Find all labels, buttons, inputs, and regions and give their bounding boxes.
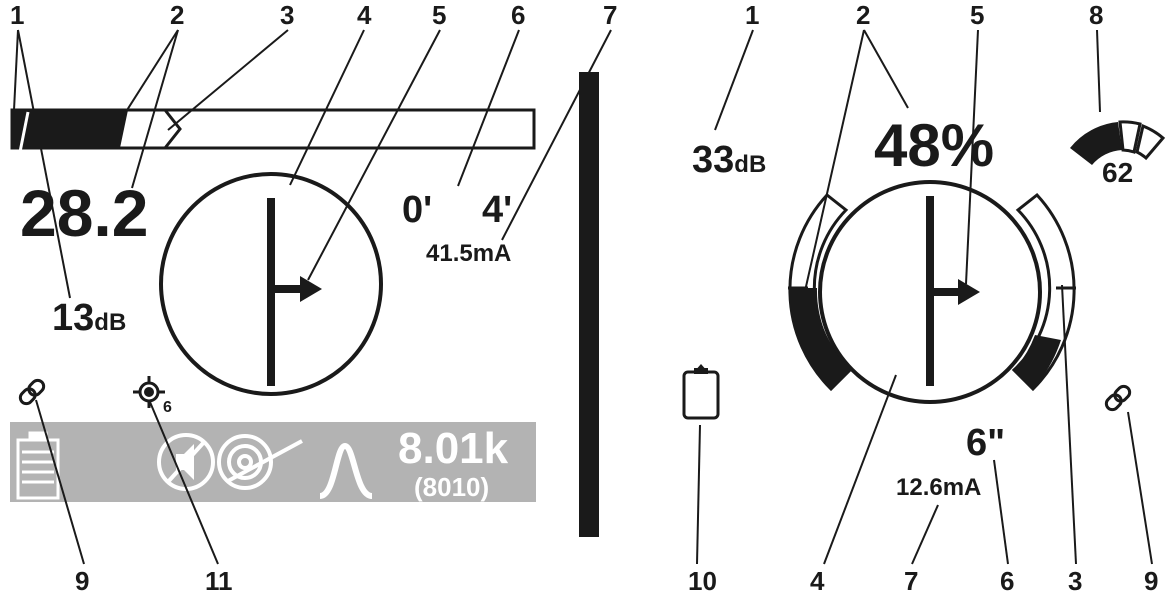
leader-line [501,29,612,241]
callout-label: 6 [511,0,525,30]
callout-label: 11 [205,566,233,595]
leader-line [797,29,865,323]
leader-line [289,29,365,186]
right-signal-arc-fill [1014,335,1061,389]
leader-line [167,29,289,131]
compass-value: 62 [1102,157,1133,188]
current-reading: 41.5mA [426,240,511,267]
leader-line [1096,29,1101,113]
left-callouts: 1 2 3 4 5 6 7 9 11 [10,0,617,595]
callout-label: 4 [810,566,825,595]
direction-arrow-head [300,276,322,302]
compass-ring [788,180,1076,404]
leader-line [457,29,520,187]
signal-bar-tick [18,111,30,153]
frequency-hz: (8010) [414,472,489,502]
signal-gain-value: 33 [692,139,734,181]
left-screen: 28.2 13dB 0' 4' 41.5mA [10,0,617,595]
callout-label: 10 [688,566,717,595]
right-screen: 33dB 48% 62 6" 12.6mA [682,0,1166,595]
callout-label: 9 [75,566,89,595]
status-bar: 8.01k (8010) [10,422,536,502]
callout-label: 3 [280,0,294,30]
signal-gain: 33dB [692,139,766,181]
signal-gain-unit: dB [734,151,766,178]
depth-reading: 0' [402,189,432,231]
signal-gain-unit: dB [94,309,126,336]
leader-line [1127,411,1153,565]
leader-line [714,29,754,131]
speaker-muted-icon [157,433,215,491]
compass-gauge-segment [1118,120,1142,154]
signal-gain-value: 13 [52,297,94,339]
clipboard-icon [682,364,720,420]
depth-reading: 6" [966,422,1005,464]
callout-label: 3 [1068,566,1082,595]
leader-line [911,504,939,565]
link-chain-icon [1104,384,1132,412]
signal-strength-percent: 48% [874,112,994,179]
callout-label: 5 [432,0,446,30]
callout-label: 2 [856,0,870,30]
signal-gain: 13dB [52,297,126,339]
signal-bar-fill [12,110,128,148]
leader-line [1061,284,1077,565]
direction-arrow-head [958,279,980,305]
peak-value: 28.2 [20,176,148,250]
leader-line [121,29,179,119]
callout-label: 1 [10,0,24,30]
callout-label: 9 [1144,566,1158,595]
callout-label: 7 [603,0,617,30]
signal-bar [10,108,536,153]
leader-line [149,401,219,565]
satellite-count: 6 [163,399,172,416]
leader-line [35,399,85,565]
callout-label: 7 [904,566,918,595]
left-signal-arc-fill [788,288,850,389]
compass-gauge-segment [1135,123,1166,161]
screen-divider [579,72,599,537]
right-callouts: 1 2 5 8 10 4 7 6 3 9 [688,0,1158,595]
leader-line [13,29,19,111]
leader-line [863,29,909,109]
callout-label: 1 [745,0,759,30]
leader-line [823,374,897,565]
current-reading: 12.6mA [896,474,981,501]
compass-gauge: 62 [1070,120,1166,188]
target-off-icon [217,434,303,490]
signal-bar-peak-marker [163,109,182,149]
gps-target-icon [133,376,165,408]
leader-line [696,424,701,565]
leader-line [965,29,979,285]
frequency-reading: 8.01k [398,424,509,473]
leader-line [307,29,441,281]
leader-line [993,459,1009,565]
link-chain-icon [18,378,46,406]
leader-line [17,29,71,299]
callout-label: 2 [170,0,184,30]
depth-reading-2: 4' [482,189,512,231]
battery-icon [16,431,60,500]
callout-label: 8 [1089,0,1103,30]
peak-response-icon [318,442,373,499]
compass-gauge-filled [1070,122,1122,165]
callout-label: 5 [970,0,984,30]
leader-line [131,29,179,189]
compass [159,172,383,396]
callout-label: 6 [1000,566,1014,595]
callout-label: 4 [357,0,372,30]
